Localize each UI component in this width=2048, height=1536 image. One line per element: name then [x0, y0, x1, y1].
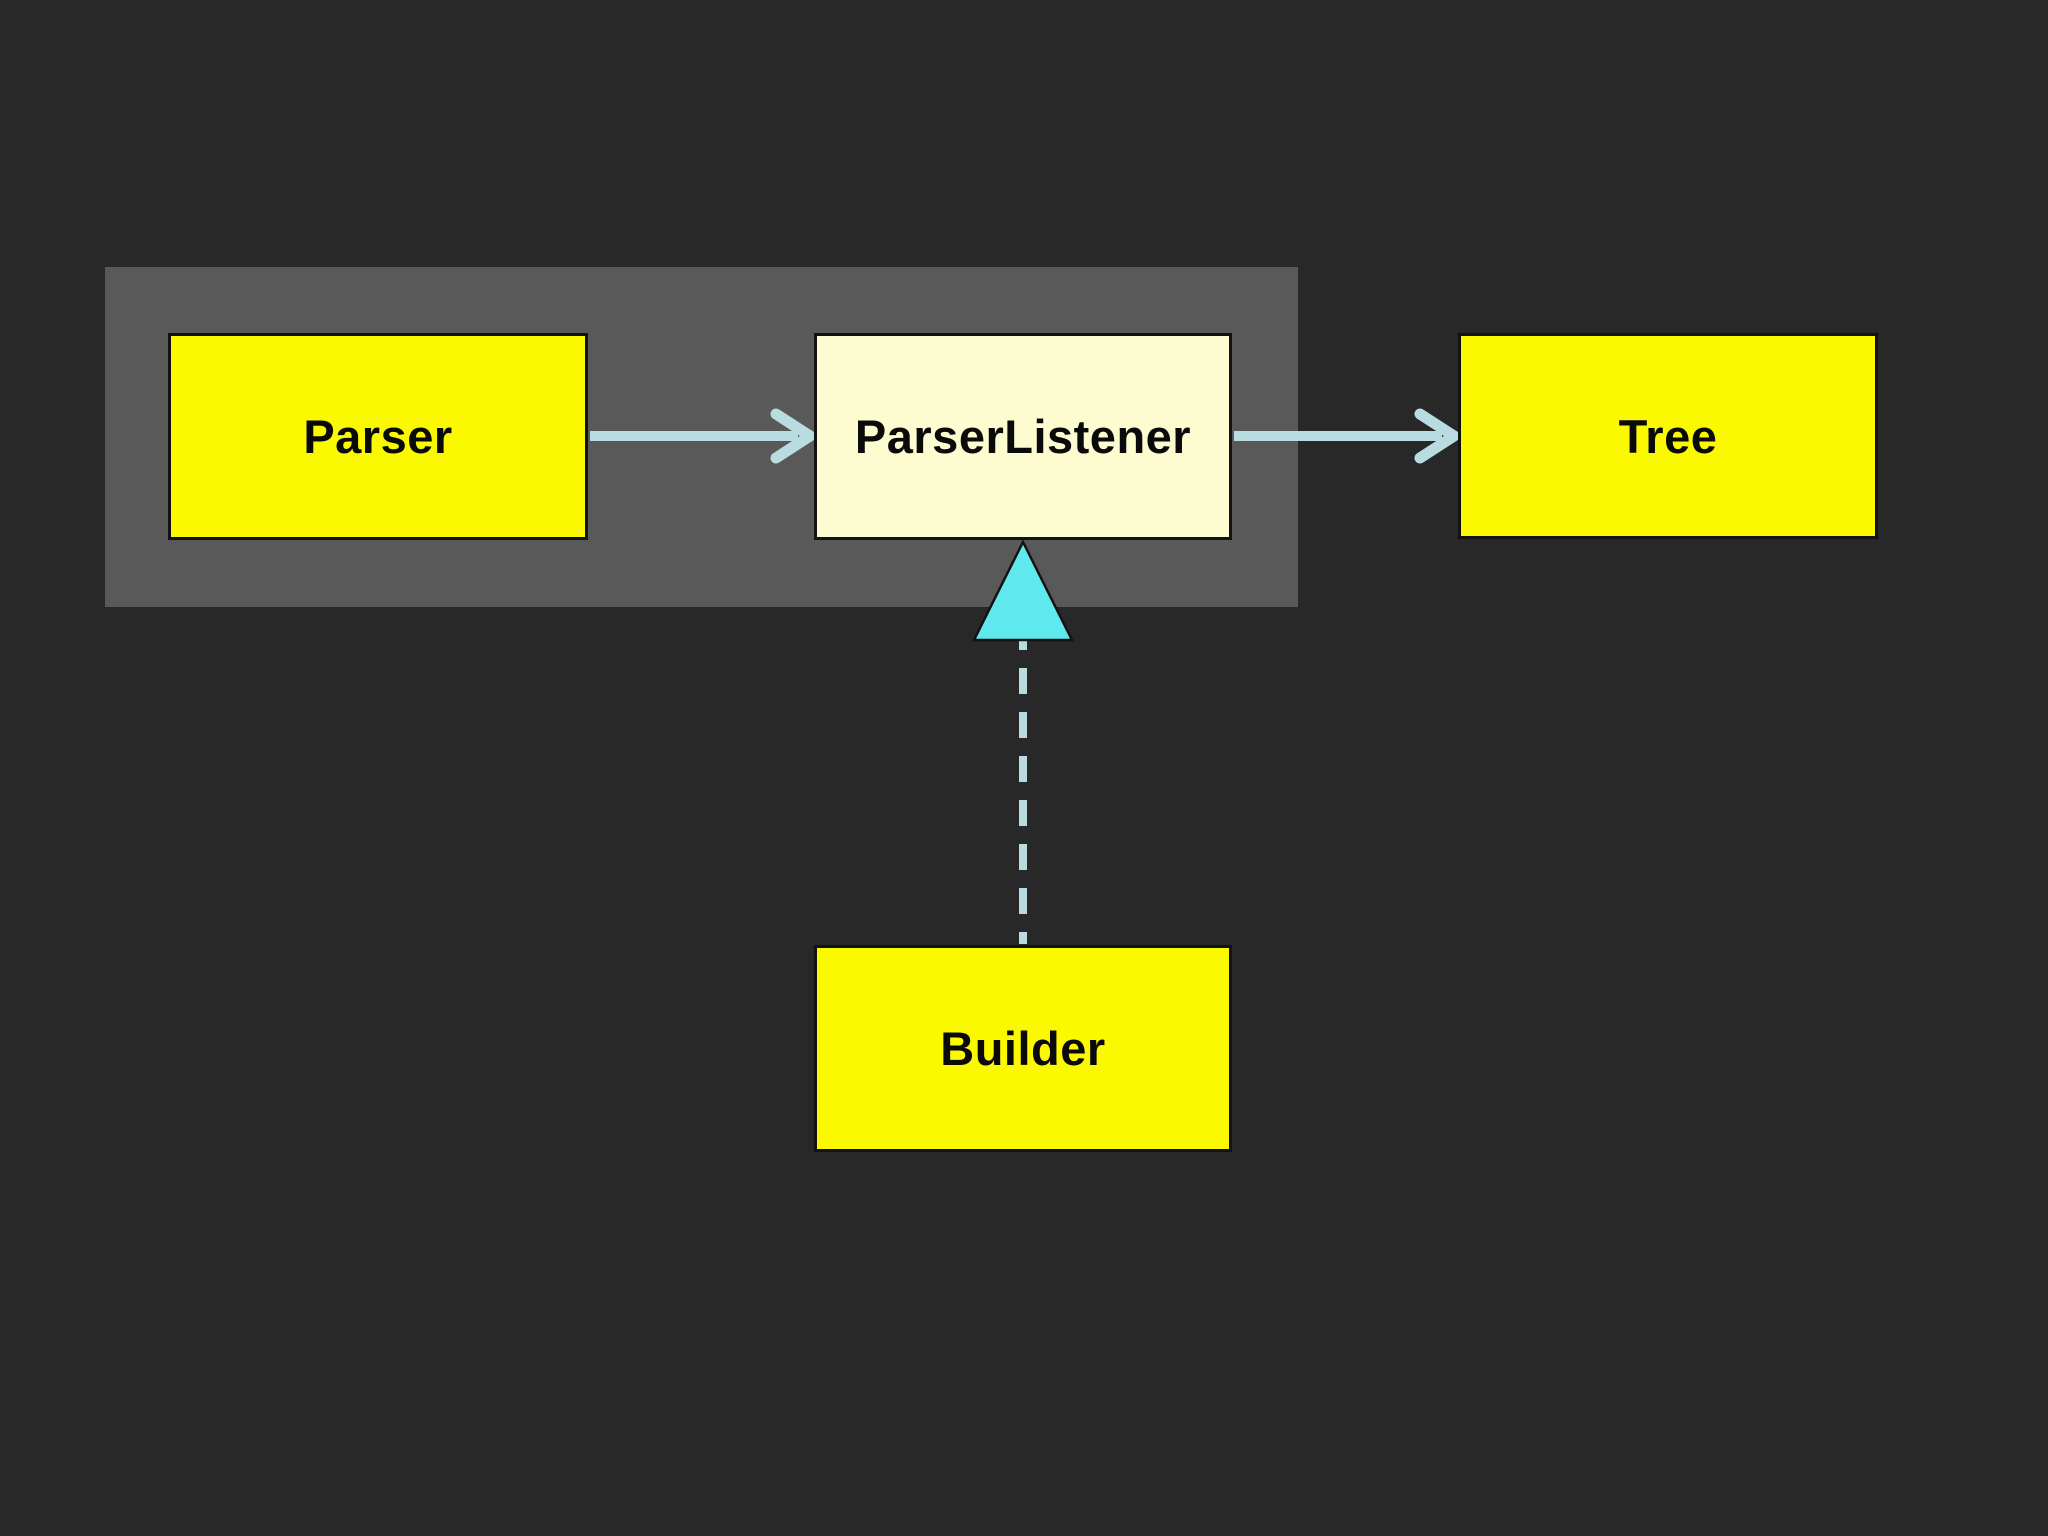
node-tree: Tree	[1458, 333, 1878, 539]
node-tree-label: Tree	[1618, 409, 1718, 463]
node-parser: Parser	[168, 333, 588, 540]
node-builder: Builder	[814, 945, 1232, 1152]
node-parserlistener: ParserListener	[814, 333, 1232, 540]
node-parser-label: Parser	[303, 410, 453, 463]
node-parserlistener-label: ParserListener	[854, 410, 1192, 463]
node-builder-label: Builder	[940, 1022, 1106, 1075]
